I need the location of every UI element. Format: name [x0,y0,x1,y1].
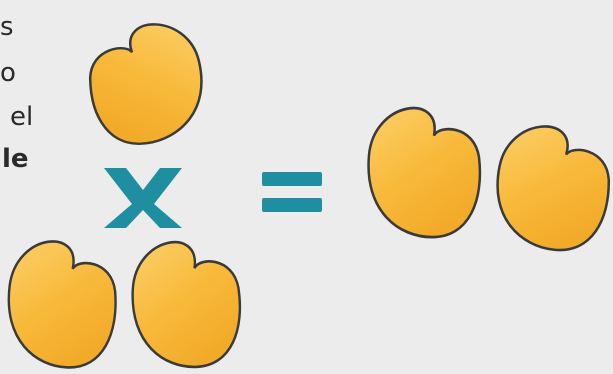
bean-result-right-icon [489,120,613,257]
text-fragment-2: o [0,58,16,88]
text-fragment-1: s [0,12,14,42]
text-fragment-4: le [2,144,29,174]
bean-bottom-left-icon [5,238,120,371]
multiply-icon [104,168,182,228]
bean-result-left-icon [367,106,482,239]
equals-icon [262,172,322,212]
bean-top-icon [81,17,211,152]
bean-bottom-right-icon [129,238,244,371]
text-fragment-3: el [10,102,34,132]
